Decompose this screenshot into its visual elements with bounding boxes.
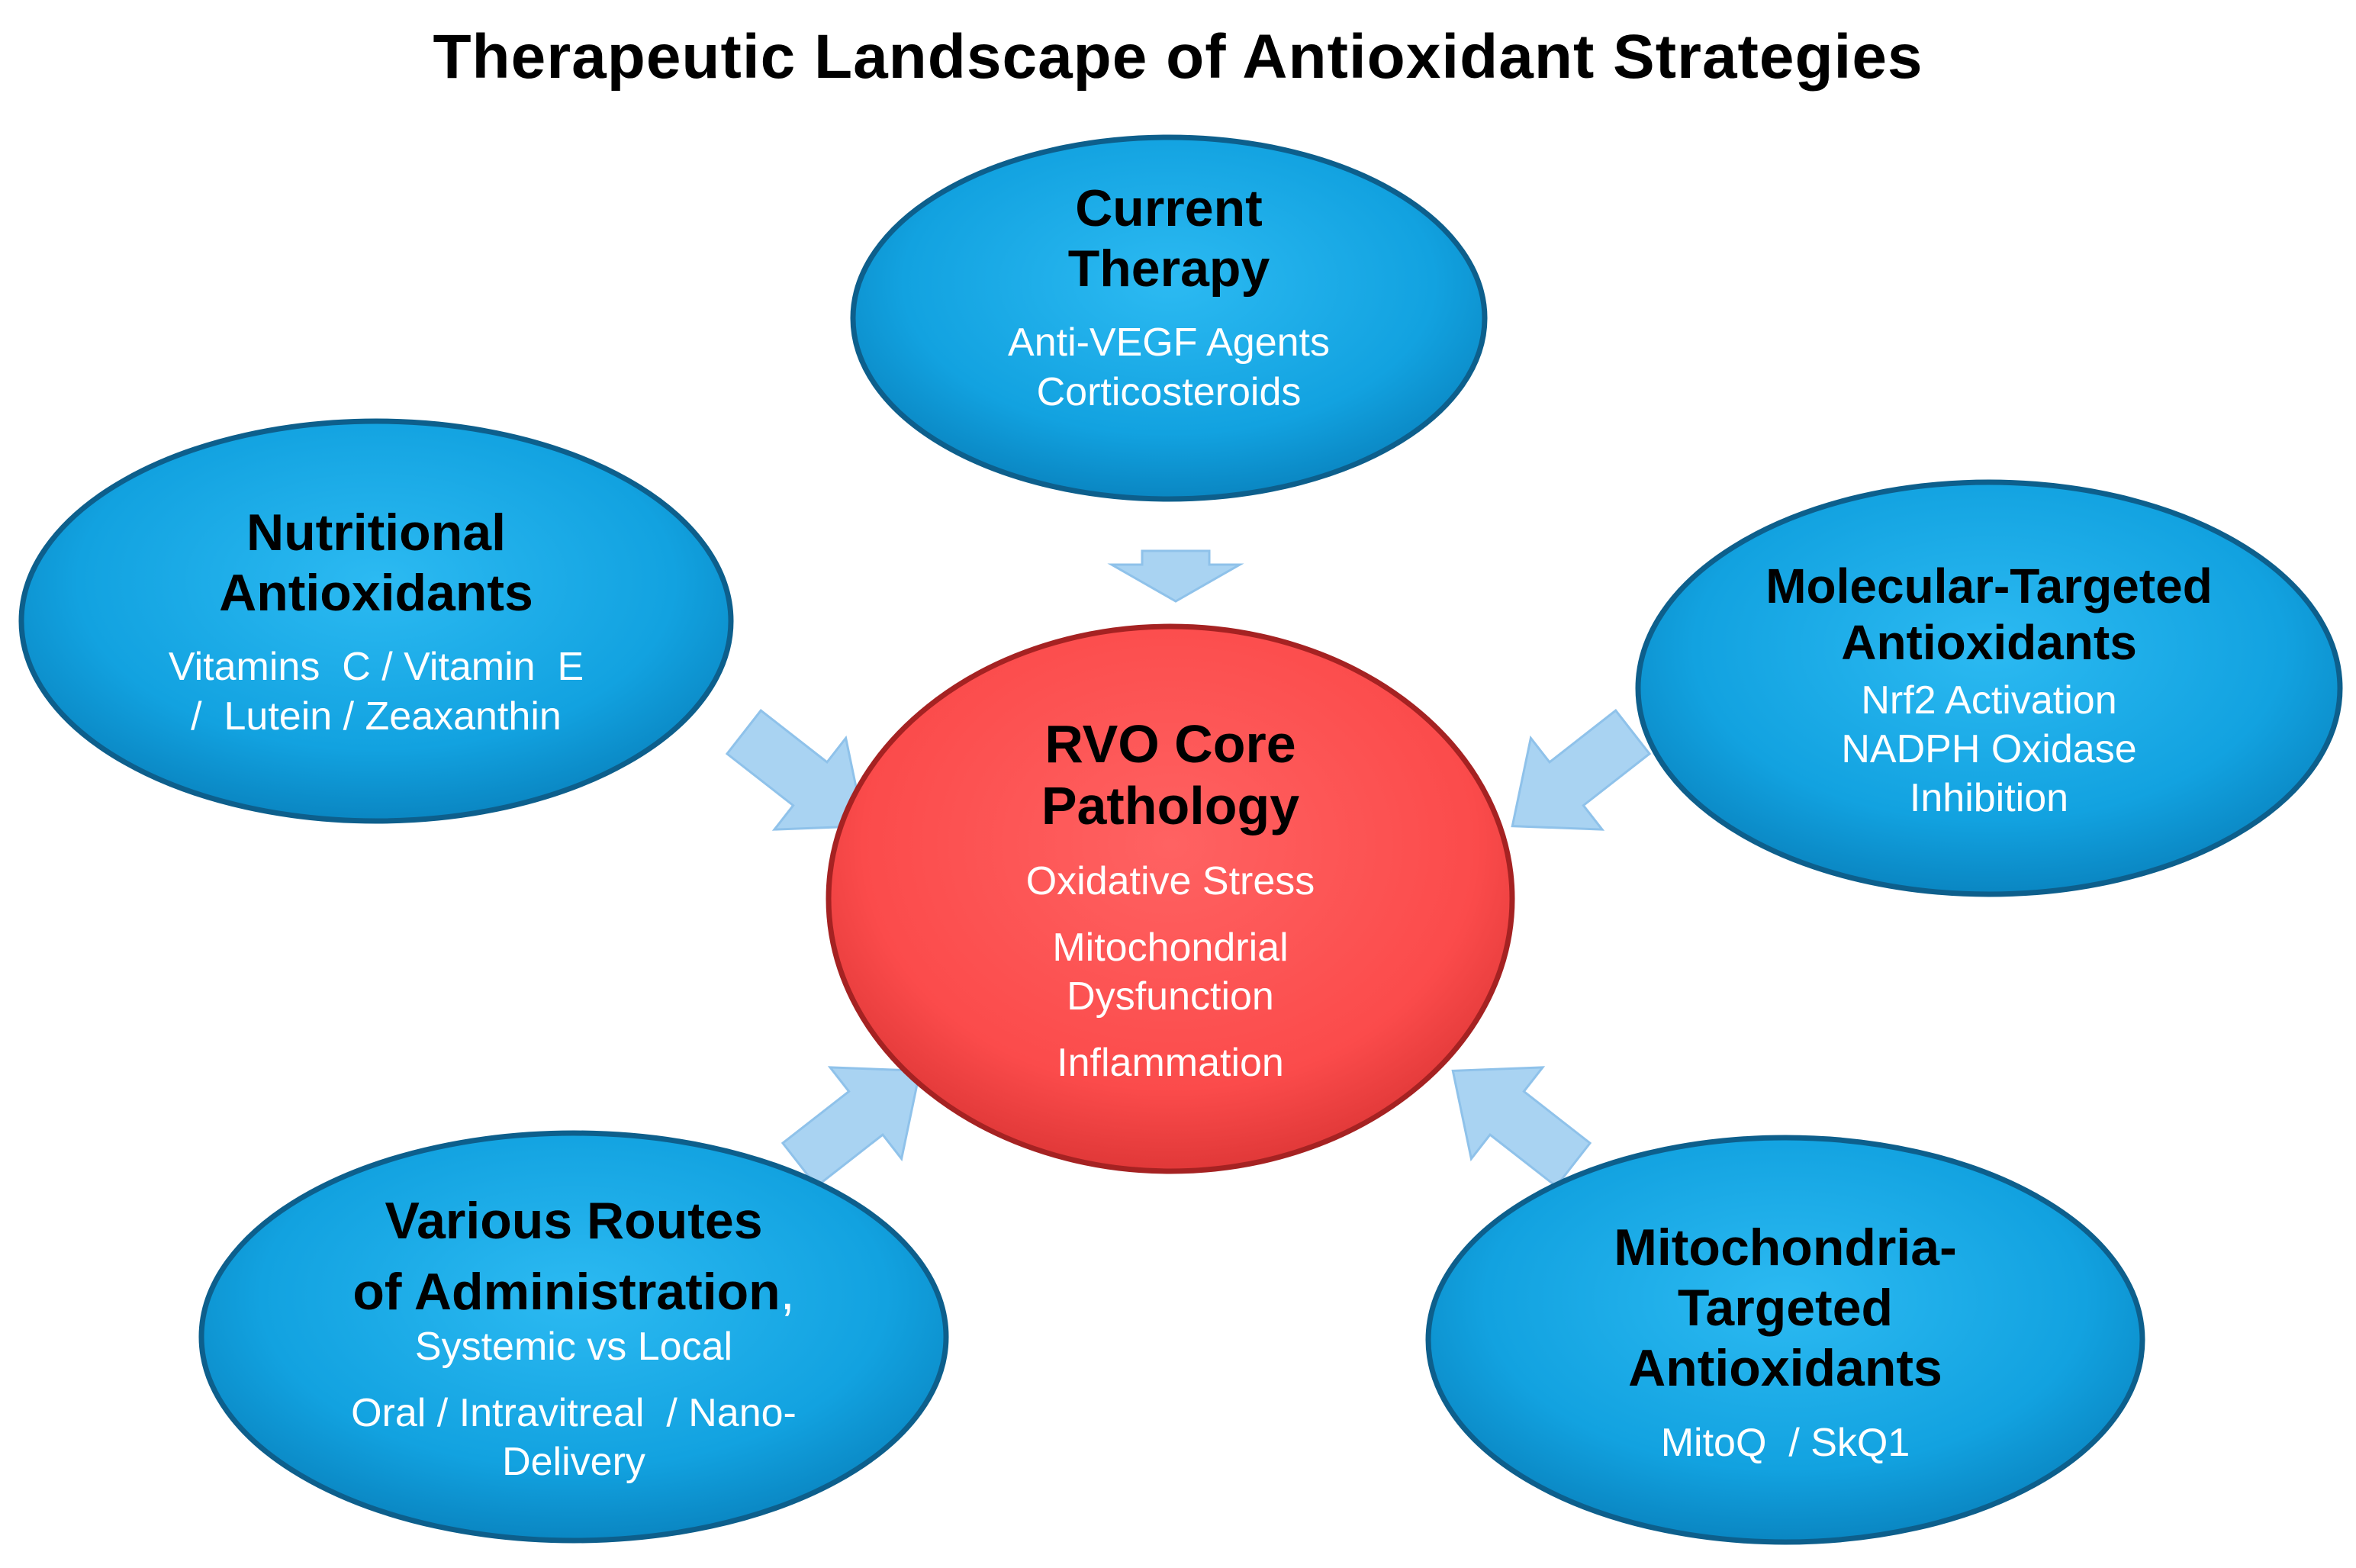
nutritional-heading: Nutritional Antioxidants xyxy=(219,503,533,623)
heading-line: Various Routes xyxy=(385,1192,763,1251)
routes-item: Systemic vs Local xyxy=(414,1325,733,1370)
current-therapy-node: Current Therapy Anti-VEGF Agents Cortico… xyxy=(864,145,1474,450)
mito-heading: Mitochondria- Targeted Antioxidants xyxy=(1614,1218,1957,1399)
heading-line: Pathology xyxy=(1041,776,1300,836)
routes-ellipse xyxy=(198,1130,949,1544)
heading-text: of Administration xyxy=(352,1263,781,1322)
arrow-top xyxy=(1107,549,1244,603)
arrow-bottom-left xyxy=(781,1066,922,1188)
mito-ellipse xyxy=(1425,1135,2145,1545)
arrow-right xyxy=(1511,709,1652,831)
routes-heading: Various Routes of Administration, xyxy=(352,1191,794,1322)
heading-line: Therapy xyxy=(1067,239,1270,298)
nutritional-ellipse xyxy=(18,418,734,824)
core-item: Inflammation xyxy=(1057,1040,1284,1085)
routes-item: Oral / Intravitreal / Nano- xyxy=(351,1390,797,1435)
molecular-item: Nrf2 Activation xyxy=(1861,678,2117,723)
heading-line: Antioxidants xyxy=(1628,1339,1942,1398)
molecular-ellipse xyxy=(1635,479,2343,897)
arrow-bottom-right xyxy=(1451,1066,1592,1188)
routes-item: Delivery xyxy=(502,1440,645,1485)
heading-line: Mitochondria- xyxy=(1614,1219,1957,1277)
core-item: Oxidative Stress xyxy=(1025,859,1315,904)
routes-node: Various Routes of Administration, System… xyxy=(238,1171,909,1507)
molecular-node: Molecular-Targeted Antioxidants Nrf2 Act… xyxy=(1684,526,2294,855)
mito-node: Mitochondria- Targeted Antioxidants Mito… xyxy=(1472,1186,2098,1499)
heading-comma: , xyxy=(780,1263,795,1322)
page-title: Therapeutic Landscape of Antioxidant Str… xyxy=(433,22,1923,92)
therapy-item: Corticosteroids xyxy=(1036,369,1302,414)
current-therapy-heading: Current Therapy xyxy=(1068,179,1270,299)
nutritional-item: / Lutein / Zeaxanthin xyxy=(191,694,562,739)
therapy-item: Anti-VEGF Agents xyxy=(1008,320,1330,365)
heading-line: Targeted xyxy=(1677,1279,1894,1338)
heading-line: Nutritional xyxy=(246,503,506,562)
core-heading: RVO Core Pathology xyxy=(1041,713,1299,837)
molecular-item: Inhibition xyxy=(1909,776,2069,821)
heading-line: Current xyxy=(1075,179,1263,237)
mito-item: MitoQ / SkQ1 xyxy=(1660,1421,1910,1466)
heading-line: Molecular-Targeted xyxy=(1765,559,2213,614)
arrow-left xyxy=(725,709,866,831)
nutritional-item: Vitamins C / Vitamin E xyxy=(168,645,584,690)
heading-line: Antioxidants xyxy=(1841,615,2137,671)
core-item: Mitochondrial xyxy=(1052,925,1289,970)
molecular-heading: Molecular-Targeted Antioxidants xyxy=(1765,558,2213,671)
molecular-item: NADPH Oxidase xyxy=(1841,727,2137,771)
nutritional-node: Nutritional Antioxidants Vitamins C / Vi… xyxy=(79,462,674,782)
heading-line: of Administration, xyxy=(352,1262,794,1322)
heading-line: RVO Core xyxy=(1044,713,1296,774)
heading-line: Antioxidants xyxy=(219,563,533,622)
core-ellipse xyxy=(826,623,1515,1174)
core-node: RVO Core Pathology Oxidative Stress Mito… xyxy=(888,671,1453,1129)
core-item: Dysfunction xyxy=(1067,974,1274,1019)
current-therapy-ellipse xyxy=(850,134,1488,502)
